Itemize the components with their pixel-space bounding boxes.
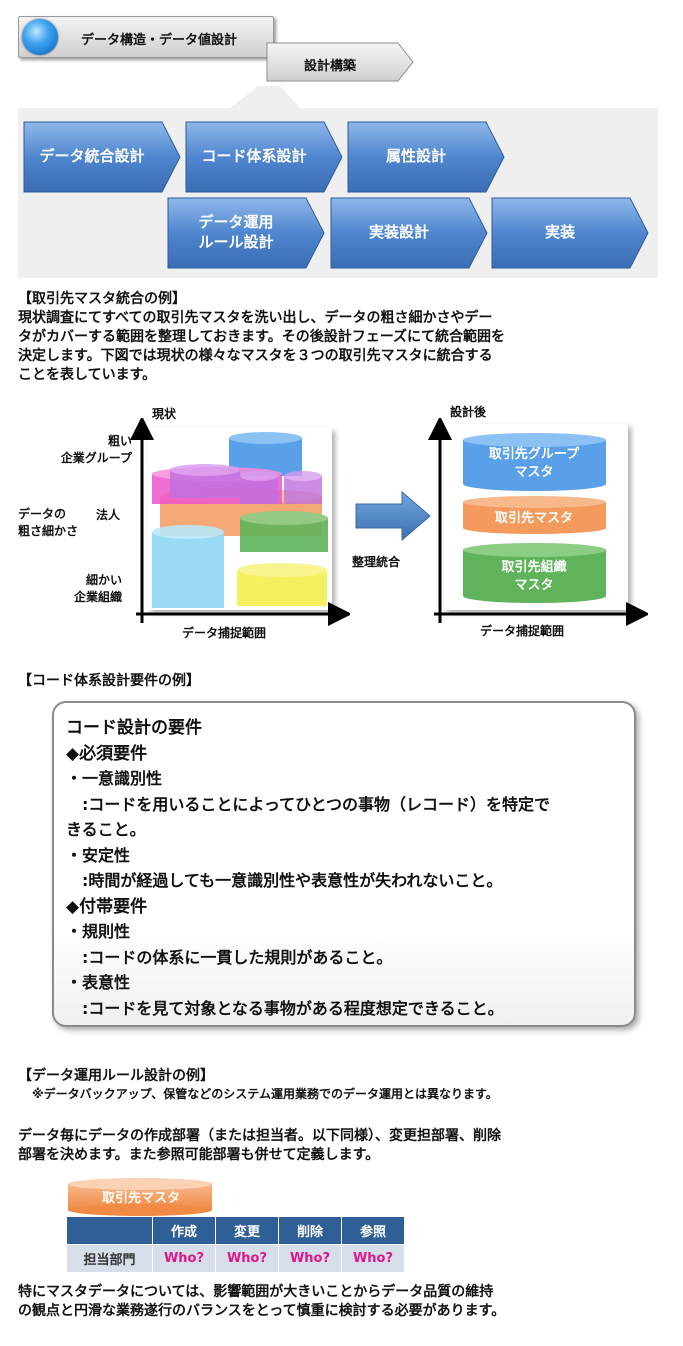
globe-icon xyxy=(22,19,58,55)
current-chart xyxy=(130,418,350,626)
flow-step-r1-1[interactable]: コード体系設計 xyxy=(184,120,346,196)
cylinder-master-group xyxy=(463,433,606,491)
after-label: 設計後 xyxy=(450,405,487,419)
flow-step-r1-2[interactable]: 属性設計 xyxy=(346,120,508,196)
x-axis-label-left: データ捕捉範囲 xyxy=(182,626,267,640)
table-header-cell: 参照 xyxy=(341,1216,405,1245)
current-label: 現状 xyxy=(152,407,177,421)
table-row-label: 担当部門 xyxy=(66,1244,153,1273)
table-header-cell: 作成 xyxy=(152,1216,216,1245)
y-label-corp: 法人 xyxy=(96,508,121,522)
after-chart xyxy=(428,418,648,626)
arrow-label: 整理統合 xyxy=(352,555,401,569)
table-header-cell: 削除 xyxy=(278,1216,342,1245)
table-cell: Who? xyxy=(215,1244,279,1273)
callout-pointer xyxy=(230,86,300,108)
cylinder-green xyxy=(240,511,328,552)
table-cell: Who? xyxy=(278,1244,342,1273)
cylinder-purple-2 xyxy=(240,471,278,504)
master-org-label: 取引先組織 マスタ xyxy=(501,560,567,593)
y-label-coarse: 粗い 企業グループ xyxy=(60,434,132,465)
cylinder-master-org xyxy=(463,543,606,603)
x-axis-label-right: データ捕捉範囲 xyxy=(480,624,565,638)
responsibility-table: 作成 変更 削除 参照 担当部門 Who? Who? Who? Who? xyxy=(66,1216,405,1273)
cylinder-cyan xyxy=(152,525,224,608)
main-tab-label: データ構造・データ値設計 xyxy=(81,33,238,48)
table-header-row: 作成 変更 削除 参照 xyxy=(66,1216,405,1245)
cylinder-master xyxy=(463,496,606,534)
master-cylinder-label: 取引先マスタ xyxy=(101,1191,180,1206)
flow-step-r2-0-label: データ運用 ルール設計 xyxy=(198,213,274,251)
section1-title: 【取引先マスタ統合の例】 xyxy=(18,291,186,307)
table-header-empty xyxy=(66,1216,153,1245)
flow-step-r2-1[interactable]: 実装設計 xyxy=(329,196,491,272)
flow-step-r2-1-label: 実装設計 xyxy=(368,223,429,241)
merge-arrow-icon xyxy=(355,490,431,542)
flow-step-r2-0[interactable]: データ運用 ルール設計 xyxy=(166,196,328,272)
section3-title: 【データ運用ルール設計の例】 xyxy=(18,1068,214,1084)
y-label-fine: 細かい 企業組織 xyxy=(73,573,122,604)
main-tab[interactable]: データ構造・データ値設計 xyxy=(18,16,274,58)
cylinder-yellow xyxy=(237,563,327,606)
y-axis-label: データの 粗さ細かさ xyxy=(18,507,79,538)
flow-step-r2-2-label: 実装 xyxy=(544,223,575,241)
sub-tab-label: 設計構築 xyxy=(304,59,357,74)
master-cylinder-icon xyxy=(68,1178,212,1216)
section2-title: 【コード体系設計要件の例】 xyxy=(18,673,200,689)
flow-step-r1-0-label: データ統合設計 xyxy=(39,147,145,165)
section3-paragraph1: データ毎にデータの作成部署（または担当者。以下同様）、変更担部署、削除 部署を決… xyxy=(18,1128,501,1163)
master-group-label: 取引先グループ マスタ xyxy=(488,447,580,480)
table-header-cell: 変更 xyxy=(215,1216,279,1245)
table-cell: Who? xyxy=(152,1244,216,1273)
master-label: 取引先マスタ xyxy=(494,511,573,526)
cylinder-purple-1 xyxy=(170,464,240,498)
flow-step-r1-1-label: コード体系設計 xyxy=(201,147,307,165)
flow-step-r2-2[interactable]: 実装 xyxy=(490,196,652,272)
flow-step-r1-2-label: 属性設計 xyxy=(385,147,446,165)
flow-step-r1-0[interactable]: データ統合設計 xyxy=(22,120,184,196)
table-row: 担当部門 Who? Who? Who? Who? xyxy=(66,1244,405,1273)
cylinder-purple-3 xyxy=(284,471,322,504)
code-requirements-box: コード設計の要件 ◆必須要件 ・一意識別性 :コードを用いることによってひとつの… xyxy=(52,701,636,1027)
table-cell: Who? xyxy=(341,1244,405,1273)
section3-paragraph2: 特にマスタデータについては、影響範囲が大きいことからデータ品質の維持 の観点と円… xyxy=(18,1284,506,1319)
sub-tab[interactable]: 設計構築 xyxy=(266,42,414,82)
section1-paragraph: 現状調査にてすべての取引先マスタを洗い出し、データの粗さ細かさやデー タがカバー… xyxy=(18,310,506,383)
section3-note: ※データバックアップ、保管などのシステム運用業務でのデータ運用とは異なります。 xyxy=(32,1087,498,1101)
